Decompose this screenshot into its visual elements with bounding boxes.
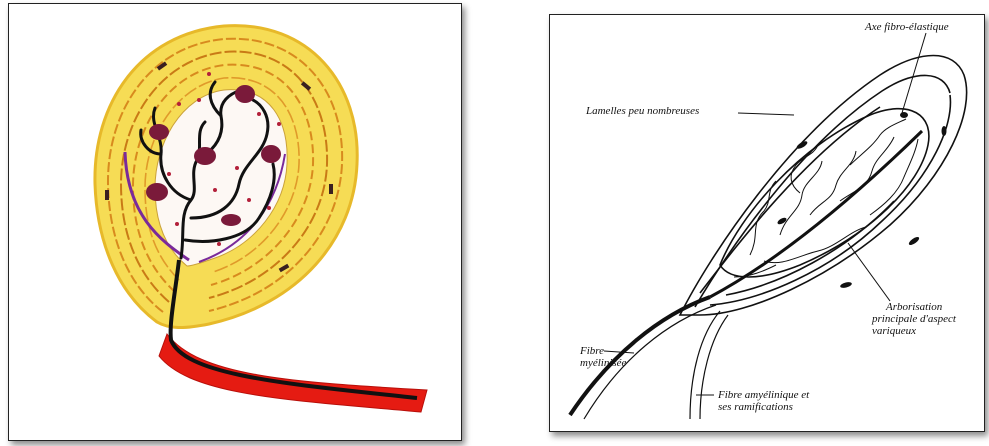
label-lamelles: Lamelles peu nombreuses	[586, 105, 699, 117]
leader-arborisation	[848, 243, 890, 301]
label-fibre-amyelinique-line-1: Fibre amyélinique et	[718, 389, 809, 401]
leader-lamelles	[738, 113, 794, 115]
colored-corpuscle-panel	[8, 3, 462, 441]
amyelinic-fiber	[690, 311, 720, 419]
label-arborisation-line-2: principale d'aspect	[872, 313, 956, 325]
lamella-line-3	[700, 107, 880, 293]
label-arborisation-line-1: Arborisation	[886, 301, 942, 313]
label-arborisation-line-3: variqueux	[872, 325, 916, 337]
labelled-corpuscle-panel: Axe fibro-élastique Lamelles peu nombreu…	[549, 14, 985, 432]
capsule-outline	[680, 56, 967, 316]
label-fibre-myelinisee-line-2: myélinisée	[580, 357, 626, 369]
red-nerve-fiber	[159, 334, 427, 412]
colored-corpuscle-illustration	[9, 4, 461, 440]
leader-axe	[902, 33, 926, 113]
leader-fibre-myel	[604, 351, 634, 353]
label-fibre-myelinisee-line-1: Fibre	[580, 345, 604, 357]
label-axe-fibro-elastique: Axe fibro-élastique	[865, 21, 949, 33]
label-fibre-amyelinique-line-2: ses ramifications	[718, 401, 793, 413]
